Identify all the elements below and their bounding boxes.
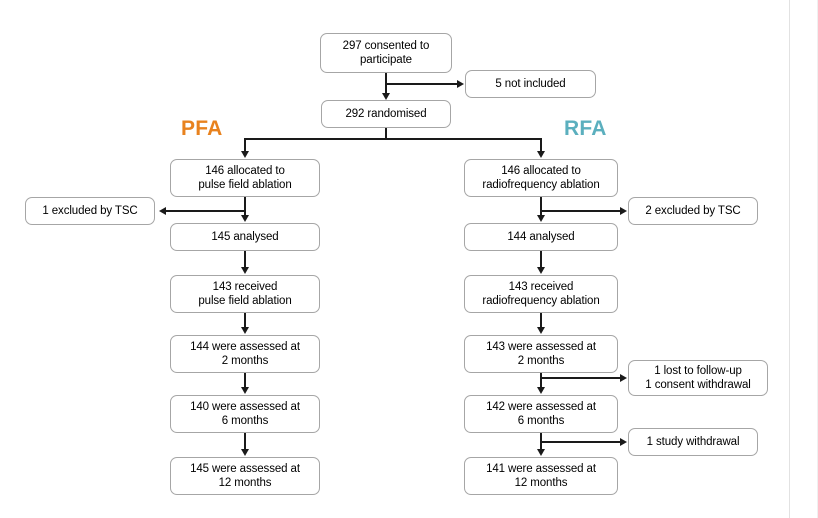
arrowhead-left-assessed-2m — [240, 327, 249, 334]
arrowhead-right-lost-after-2m — [620, 373, 627, 382]
connector-right-2m-to-lost — [540, 377, 622, 379]
node-left-excluded: 1 excluded by TSC — [25, 197, 155, 225]
node-right-allocated: 146 allocated to radiofrequency ablation — [464, 159, 618, 197]
arm-label-rfa: RFA — [564, 117, 607, 140]
page-border-line — [789, 0, 790, 518]
arrowhead-right-assessed-2m — [536, 327, 545, 334]
connector-left-to-excluded — [166, 210, 246, 212]
node-right-received: 143 received radiofrequency ablation — [464, 275, 618, 313]
node-right-lost-after-6m: 1 study withdrawal — [628, 428, 758, 456]
connector-split-to-right-arm — [540, 138, 542, 153]
arrowhead-right-received — [536, 267, 545, 274]
node-not-included: 5 not included — [465, 70, 596, 98]
node-left-analysed: 145 analysed — [170, 223, 320, 251]
node-right-assessed-6m: 142 were assessed at 6 months — [464, 395, 618, 433]
arrowhead-right-assessed-6m — [536, 387, 545, 394]
connector-right-2m-down — [540, 373, 542, 388]
arrowhead-right-allocated — [536, 151, 545, 158]
arrowhead-right-analysed — [536, 215, 545, 222]
node-consented: 297 consented to participate — [320, 33, 452, 73]
connector-consented-to-not-included — [385, 83, 459, 85]
node-left-assessed-12m: 145 were assessed at 12 months — [170, 457, 320, 495]
arrowhead-left-assessed-6m — [240, 387, 249, 394]
arrowhead-left-analysed — [240, 215, 249, 222]
arm-label-pfa: PFA — [181, 117, 223, 140]
connector-left-6m-down — [244, 433, 246, 450]
arrowhead-left-assessed-12m — [240, 449, 249, 456]
node-right-excluded: 2 excluded by TSC — [628, 197, 758, 225]
arrowhead-right-lost-after-6m — [620, 437, 627, 446]
connector-left-analysed-down — [244, 251, 246, 268]
connector-right-allocated-down — [540, 197, 542, 216]
node-randomised: 292 randomised — [321, 100, 451, 128]
connector-right-analysed-down — [540, 251, 542, 268]
node-right-lost-after-2m: 1 lost to follow-up 1 consent withdrawal — [628, 360, 768, 396]
node-left-allocated: 146 allocated to pulse field ablation — [170, 159, 320, 197]
node-right-analysed: 144 analysed — [464, 223, 618, 251]
connector-left-2m-down — [244, 373, 246, 388]
connector-right-received-down — [540, 313, 542, 328]
arrowhead-left-allocated — [240, 151, 249, 158]
node-right-assessed-2m: 143 were assessed at 2 months — [464, 335, 618, 373]
connector-left-allocated-down — [244, 197, 246, 216]
node-left-assessed-2m: 144 were assessed at 2 months — [170, 335, 320, 373]
arrowhead-right-excluded — [620, 206, 627, 215]
node-left-assessed-6m: 140 were assessed at 6 months — [170, 395, 320, 433]
arrowhead-right-assessed-12m — [536, 449, 545, 456]
connector-split-to-left-arm — [244, 138, 246, 153]
connector-allocation-split — [244, 138, 542, 140]
node-right-assessed-12m: 141 were assessed at 12 months — [464, 457, 618, 495]
connector-right-6m-to-lost — [540, 441, 622, 443]
arrowhead-left-received — [240, 267, 249, 274]
connector-left-received-down — [244, 313, 246, 328]
arrowhead-not-included — [457, 79, 464, 88]
arrowhead-left-excluded — [159, 206, 166, 215]
connector-right-to-excluded — [540, 210, 622, 212]
node-left-received: 143 received pulse field ablation — [170, 275, 320, 313]
connector-randomised-down — [385, 128, 387, 140]
arrowhead-consented-to-randomised — [381, 93, 390, 100]
